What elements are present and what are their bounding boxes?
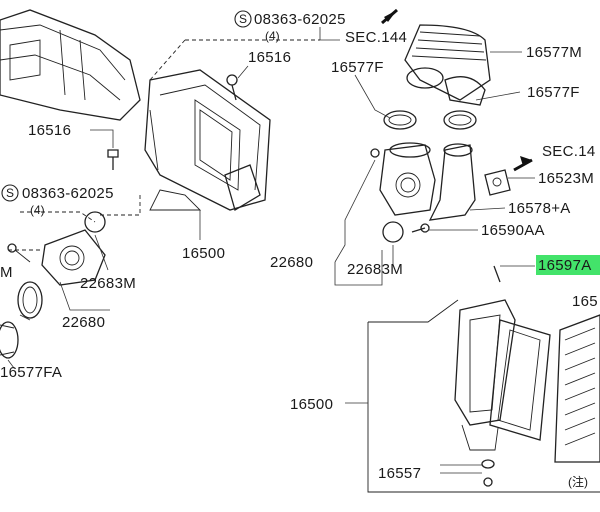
hose-left [0, 321, 19, 359]
intake-duct [0, 9, 141, 121]
bolt-16516-left [90, 129, 119, 170]
label-note: (注) [568, 474, 588, 489]
clip-16597a [493, 265, 501, 283]
label-16557: 16557 [378, 465, 421, 482]
highlight-box [536, 255, 600, 275]
label-qty-left: (4) [30, 203, 45, 217]
label-165-edge: 165 [572, 293, 598, 310]
bolt-16516-top [226, 65, 249, 101]
direction-arrow-icon [381, 8, 398, 25]
resonator-pipe [428, 143, 511, 221]
label-sec144: SEC.144 [345, 29, 407, 46]
label-22683m-left: 22683M [80, 275, 136, 292]
screw-16590aa [411, 223, 430, 233]
label-16577f-right: 16577F [527, 84, 580, 101]
label-16578a: 16578+A [508, 200, 571, 217]
label-16523m: 16523M [538, 170, 594, 187]
label-16516-left: 16516 [28, 122, 71, 139]
filter-element [554, 314, 600, 463]
label-16577m: 16577M [526, 44, 582, 61]
circled-s-icon: S [1, 184, 19, 202]
throttle-flange-left [7, 211, 106, 286]
throttle-flange-mid [370, 142, 436, 243]
svg-text:S: S [6, 186, 14, 200]
circled-s-icon: S [234, 10, 252, 28]
air-cleaner-assembly [144, 69, 271, 211]
clamp-left-upper [17, 281, 43, 319]
intake-hose-upper [404, 24, 491, 106]
direction-arrow-icon [513, 156, 533, 172]
label-16516-top: 16516 [248, 49, 291, 66]
label-16590aa: 16590AA [481, 222, 545, 239]
label-qty-top: (4) [265, 29, 280, 43]
grommet-16557 [481, 459, 495, 487]
inset-frame [367, 299, 600, 493]
clamp-16577f-right [443, 110, 477, 130]
label-16597a: 16597A [538, 257, 592, 274]
label-08363-62025-left: 08363-62025 [22, 185, 114, 202]
filter-housing-lower [454, 299, 551, 451]
svg-text:S: S [239, 12, 247, 26]
label-m-edge: M [0, 264, 13, 281]
label-16577f-left: 16577F [331, 59, 384, 76]
label-22680-left: 22680 [62, 314, 105, 331]
label-22680-mid: 22680 [270, 254, 313, 271]
label-sec14: SEC.14 [542, 143, 596, 160]
label-08363-62025-top: 08363-62025 [254, 11, 346, 28]
label-16500-bottom: 16500 [290, 396, 333, 413]
clamp-16577f-left [383, 110, 417, 130]
label-16577fa: 16577FA [0, 364, 62, 381]
label-22683m-mid: 22683M [347, 261, 403, 278]
label-16500-top: 16500 [182, 245, 225, 262]
